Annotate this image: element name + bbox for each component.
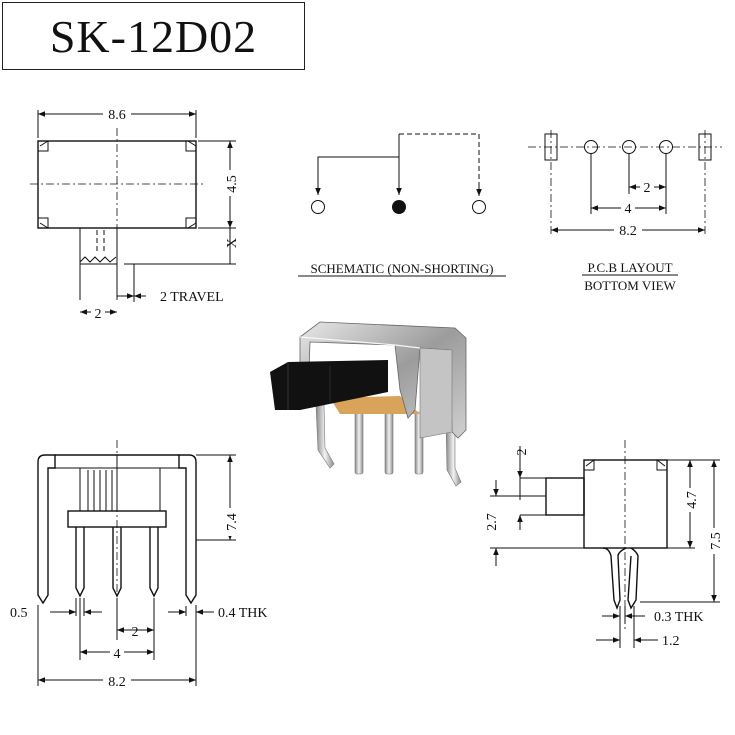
product-photo	[270, 321, 467, 487]
side-act-height-label: 2.7	[485, 513, 500, 531]
pcb-caption-view: BOTTOM VIEW	[584, 278, 676, 293]
side-body-height-label: 4.7	[685, 491, 700, 509]
photo-actuator	[270, 360, 388, 410]
part-number-title: SK-12D02	[49, 10, 258, 62]
pcb-span4-label: 4	[625, 202, 632, 217]
side-view: 2 2.7 4.7 7.5 0.3 THK 1.2	[485, 440, 724, 649]
top-actuator	[79, 227, 118, 265]
pcb-hole-3	[659, 140, 673, 154]
photo-pin-2	[384, 411, 394, 475]
top-x-label: X	[225, 238, 240, 248]
side-total-height-label: 7.5	[709, 532, 724, 550]
front-pin-width-label: 0.5	[10, 606, 28, 621]
schematic: SCHEMATIC (NON-SHORTING)	[298, 133, 506, 277]
pcb-hole-1	[584, 140, 598, 154]
pcb-pitch-label: 2	[644, 181, 651, 196]
pcb-layout: 2 4 8.2 P.C.B LAYOUT BOTTOM VIEW	[528, 130, 722, 293]
side-actuator-label: 2	[515, 449, 530, 456]
schematic-terminal-left	[311, 200, 325, 214]
front-leg-right	[185, 540, 197, 605]
top-pin-label: 2	[95, 307, 102, 322]
schematic-caption: SCHEMATIC (NON-SHORTING)	[310, 261, 493, 276]
schematic-terminal-right	[472, 200, 486, 214]
front-pin-1	[75, 527, 85, 598]
front-height-label: 7.4	[225, 513, 240, 531]
front-view: 7.4 0.5 0.4 THK 2 4 8.2	[10, 440, 268, 690]
photo-pin-1	[354, 411, 364, 475]
pcb-span82-label: 8.2	[619, 224, 637, 239]
front-pitch-label: 2	[132, 625, 139, 640]
title-box: SK-12D02	[2, 2, 305, 70]
photo-mount-pin-left	[315, 404, 335, 469]
side-leg-left	[602, 547, 627, 610]
side-leg-right	[627, 547, 639, 610]
front-width-label: 8.2	[108, 675, 126, 690]
front-pin-3	[149, 527, 159, 598]
pcb-caption: P.C.B LAYOUT	[587, 260, 672, 275]
front-actuator	[79, 467, 118, 512]
top-width-label: 8.6	[108, 108, 126, 123]
side-pin-width-label: 1.2	[662, 634, 680, 649]
top-view: 8.6 4.5 X 2 TRAVEL 2	[30, 104, 240, 322]
side-actuator	[545, 477, 585, 516]
top-height-label: 4.5	[225, 175, 240, 193]
front-leg-left	[37, 540, 49, 605]
side-thk-label: 0.3 THK	[654, 610, 704, 625]
side-body-outline	[583, 459, 668, 549]
front-thk-label: 0.4 THK	[218, 606, 268, 621]
schematic-terminal-common	[392, 200, 406, 214]
pcb-hole-2	[622, 140, 636, 154]
travel-label: 2 TRAVEL	[160, 290, 224, 305]
photo-base	[330, 396, 420, 414]
front-span4-label: 4	[114, 647, 121, 662]
